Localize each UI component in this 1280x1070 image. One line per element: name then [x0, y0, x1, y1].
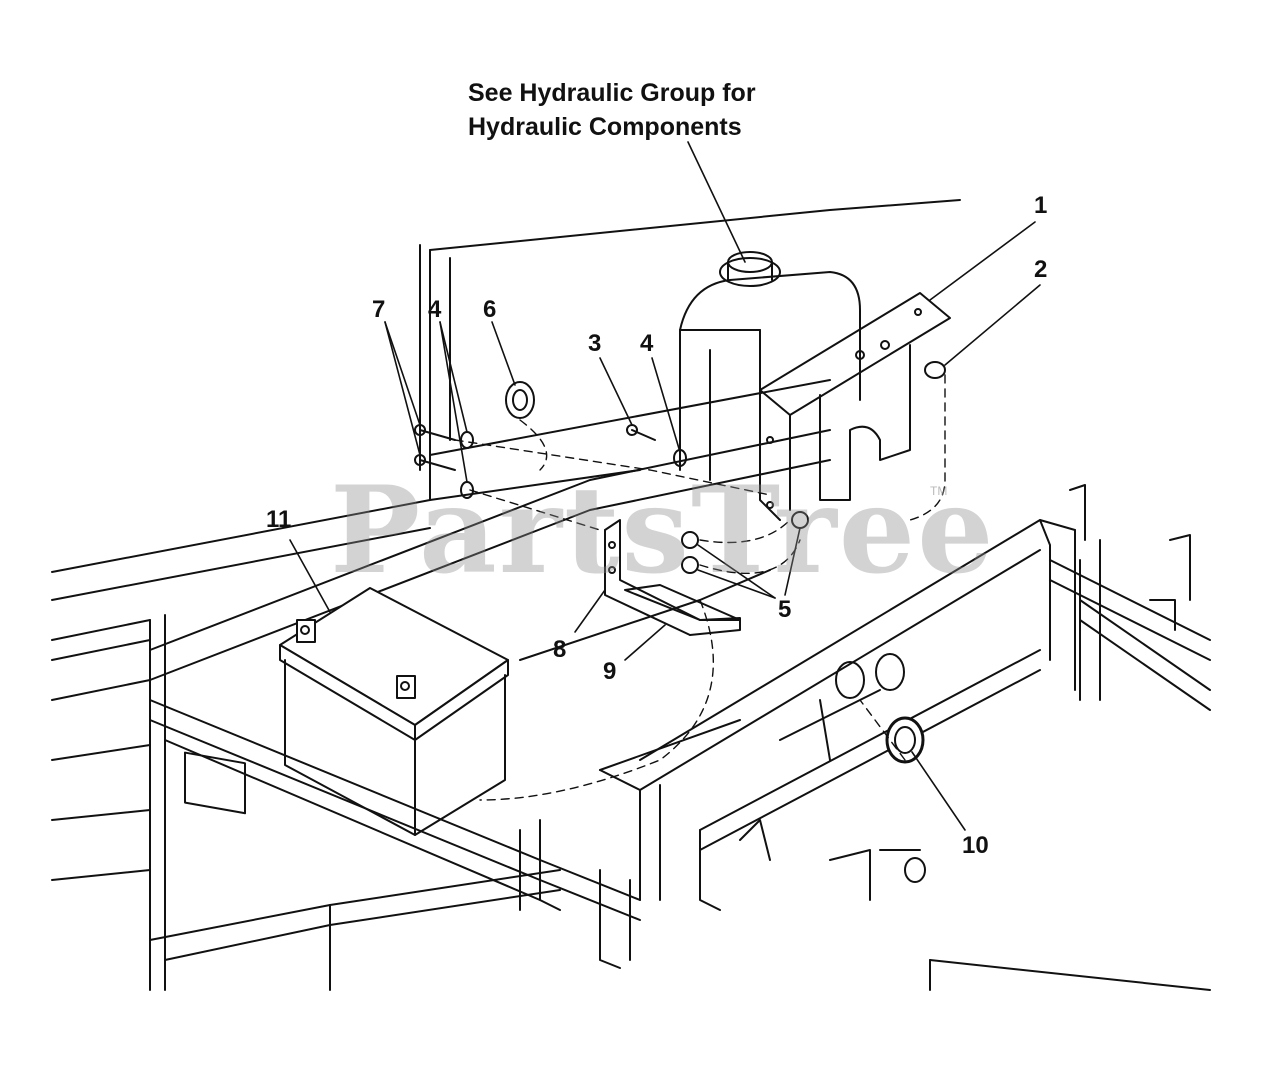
hold-down-bracket — [604, 519, 741, 636]
right-frame-rail — [639, 519, 1076, 911]
callout-7: 7 — [372, 296, 386, 323]
callout-5: 5 — [778, 596, 792, 623]
leader-lines — [289, 141, 1041, 831]
callout-3: 3 — [588, 330, 602, 357]
callout-6: 6 — [483, 296, 497, 323]
grommet-10 — [885, 716, 925, 764]
mounting-bracket — [759, 292, 951, 521]
hydraulic-note-line-2: Hydraulic Components — [468, 113, 742, 141]
center-frame-plate — [149, 199, 961, 791]
far-right-rail — [929, 484, 1211, 991]
assembly-dashes — [454, 374, 946, 801]
callout-4-left: 4 — [428, 296, 442, 323]
callout-8: 8 — [553, 636, 567, 663]
front-cross-tube — [149, 699, 641, 969]
hydraulic-note-line-1: See Hydraulic Group for — [468, 79, 756, 107]
callout-1: 1 — [1034, 192, 1048, 219]
callout-2: 2 — [1034, 256, 1048, 283]
grommet-6 — [505, 381, 535, 419]
callout-10: 10 — [962, 832, 989, 859]
battery — [279, 587, 509, 836]
watermark: PartsTree — [330, 460, 996, 601]
callout-9: 9 — [603, 658, 617, 685]
bolt-3 — [626, 424, 656, 441]
bolts-7 — [414, 424, 456, 471]
hydraulic-note: See Hydraulic Group for Hydraulic Compon… — [468, 76, 756, 144]
left-frame-rail — [51, 469, 641, 991]
callout-11: 11 — [266, 506, 292, 533]
watermark-trademark: TM — [930, 484, 948, 498]
callout-4-right: 4 — [640, 330, 654, 357]
hydraulic-tank — [679, 251, 861, 481]
nut-2 — [924, 361, 946, 379]
